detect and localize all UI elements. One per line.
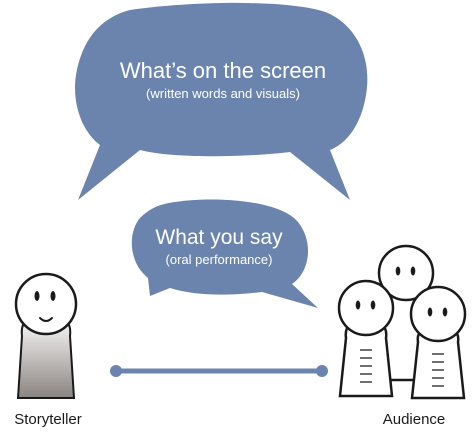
storyteller-label: Storyteller xyxy=(14,411,82,428)
audience-member-right xyxy=(409,285,467,400)
storyteller-eye-left xyxy=(34,291,40,301)
screen-speech-bubble xyxy=(75,2,368,200)
voice-bubble-title: What you say xyxy=(155,226,283,249)
voice-speech-bubble xyxy=(131,199,318,308)
storyteller-eye-right xyxy=(50,291,56,301)
connection-endpoint-left xyxy=(110,365,122,377)
storyteller-mouth xyxy=(39,317,53,322)
voice-bubble-subtitle: (oral performance) xyxy=(165,252,273,267)
connection-endpoint-right xyxy=(316,365,328,377)
storyteller-figure xyxy=(14,272,78,399)
storyteller-head xyxy=(14,272,78,336)
audience-group xyxy=(337,244,467,400)
screen-bubble-title: What’s on the screen xyxy=(119,58,327,83)
audience-member-left xyxy=(337,279,395,398)
screen-bubble-subtitle: (written words and visuals) xyxy=(146,86,300,101)
audience-label: Audience xyxy=(382,411,446,428)
